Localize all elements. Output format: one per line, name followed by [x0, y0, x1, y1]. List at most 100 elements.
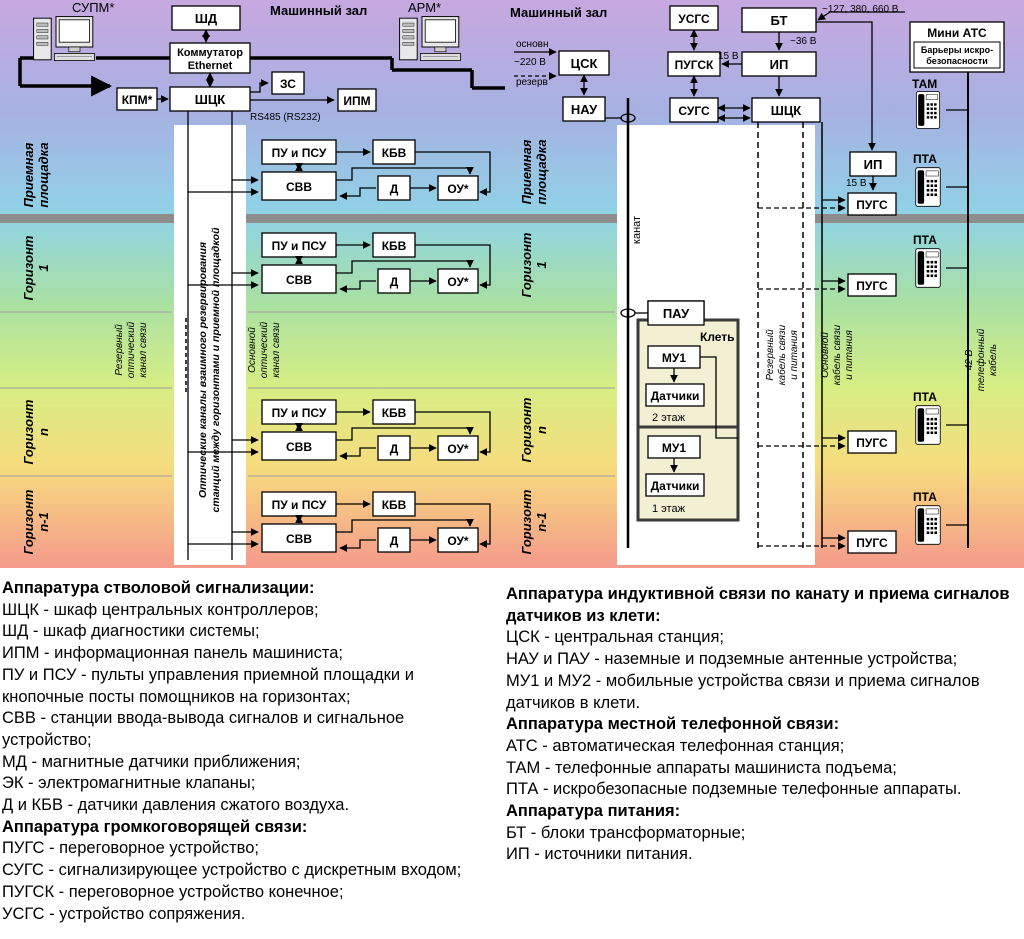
kanat-label: канат	[631, 216, 643, 244]
usgs-box[interactable]	[669, 5, 719, 31]
pta-label: ПТА	[913, 233, 937, 247]
klet-label: Клеть	[700, 330, 735, 344]
zone-label-left-hn1-1: Горизонт	[21, 489, 36, 554]
zone-label-mid-h1-1: Горизонт	[519, 232, 534, 297]
ou-box[interactable]	[437, 175, 479, 201]
zone-label-mid-hn-1: Горизонт	[519, 397, 534, 462]
supm-label: СУПМ*	[72, 0, 114, 15]
d-box[interactable]	[377, 527, 411, 553]
sugs-label: СУГС	[678, 104, 710, 118]
tel-label-3: кабель	[987, 344, 999, 376]
horizon-separators	[0, 311, 615, 477]
svv-label: СВВ	[286, 440, 312, 454]
legend-right: Аппаратура индуктивной связи по канату и…	[506, 584, 1024, 866]
optical-label-2: станций между горизонтами и приемной пло…	[210, 227, 222, 513]
sugs-box[interactable]	[669, 97, 719, 123]
switch-label-1: Коммутатор	[177, 47, 243, 59]
pta-phone-icon	[915, 167, 941, 207]
ou-box[interactable]	[437, 268, 479, 294]
zone-label-left-hn-2: n	[36, 428, 51, 436]
shck-box[interactable]	[169, 86, 251, 112]
ethernet-switch-box[interactable]	[169, 42, 251, 74]
res-cable-label-2: кабель связи	[776, 324, 788, 385]
zs-box[interactable]	[271, 71, 305, 95]
pu-box[interactable]	[261, 139, 337, 165]
svv-label: СВВ	[286, 532, 312, 546]
legend-right-item: ЦСК - центральная станция;	[506, 628, 724, 647]
osnovn-label: основн	[516, 39, 548, 50]
ou-label: ОУ*	[447, 275, 469, 289]
pu-label: ПУ и ПСУ	[272, 239, 327, 253]
shd-box[interactable]	[171, 5, 241, 31]
pugs-box[interactable]	[847, 530, 897, 554]
kbv-label: КБВ	[382, 406, 407, 420]
floor1-label: 1 этаж	[652, 503, 686, 515]
pu-box[interactable]	[261, 232, 337, 258]
pta-label: ПТА	[913, 490, 937, 504]
reserve-opt-label-3: канал связи	[138, 322, 149, 378]
legend-right-item: ПТА - искробезопасные подземные телефонн…	[506, 780, 962, 799]
zone-label-mid-platform-2: площадка	[534, 139, 549, 204]
legend-left-item: УСГС - устройство сопряжения.	[2, 904, 246, 923]
svv-box[interactable]	[261, 431, 337, 461]
ou-box[interactable]	[437, 435, 479, 461]
zone-label-mid-hn1-2: n-1	[534, 512, 549, 532]
pugs-label: ПУГС	[856, 436, 888, 450]
nau-label: НАУ	[571, 102, 598, 117]
d-label: Д	[390, 442, 399, 456]
ou-label: ОУ*	[447, 534, 469, 548]
main-cable-label-1: Основной	[820, 332, 831, 378]
ipm-box[interactable]	[337, 88, 377, 112]
kbv-box[interactable]	[372, 232, 416, 258]
ou-box[interactable]	[437, 527, 479, 553]
svv-box[interactable]	[261, 264, 337, 294]
zone-label-left-h1-1: Горизонт	[21, 235, 36, 300]
shck-label: ШЦК	[195, 92, 226, 107]
pugs-box[interactable]	[847, 430, 897, 454]
rs485-label: RS485 (RS232)	[250, 112, 321, 123]
svv-label: СВВ	[286, 273, 312, 287]
main-opt-label-3: канал связи	[271, 322, 282, 378]
svv-box[interactable]	[261, 523, 337, 553]
mu1-floor2-label: МУ1	[662, 351, 686, 365]
ip2-box[interactable]	[849, 151, 897, 177]
pta-label: ПТА	[913, 390, 937, 404]
bt-box[interactable]	[741, 7, 817, 33]
nau-box[interactable]	[562, 96, 606, 122]
pugs-label: ПУГС	[856, 536, 888, 550]
datchiki-floor1-box[interactable]	[645, 473, 705, 497]
ou-label: ОУ*	[447, 442, 469, 456]
ip-box[interactable]	[741, 51, 817, 77]
d-box[interactable]	[377, 175, 411, 201]
legend-right-item: НАУ и ПАУ - наземные и подземные антенны…	[506, 650, 958, 669]
legend-right-heading: Аппаратура местной телефонной связи:	[506, 715, 840, 734]
svv-box[interactable]	[261, 171, 337, 201]
csk-box[interactable]	[558, 50, 610, 76]
zone-label-left-h1-2: 1	[36, 264, 51, 271]
legend-left: Аппаратура стволовой сигнализации:ШЦК - …	[2, 578, 492, 925]
legend-right-item: ИП - источники питания.	[506, 845, 693, 864]
legend-left-item: ШД - шкаф диагностики системы;	[2, 622, 260, 641]
pugs-box[interactable]	[847, 192, 897, 216]
usgs-label: УСГС	[678, 12, 710, 26]
ip-label: ИП	[770, 57, 789, 72]
zs-label: ЗС	[280, 77, 296, 91]
datchiki-floor2-box[interactable]	[645, 383, 705, 407]
ip2-label: ИП	[864, 157, 883, 172]
kbv-box[interactable]	[372, 399, 416, 425]
pugs-box[interactable]	[847, 273, 897, 297]
pta-phone-icon	[915, 248, 941, 288]
pta-phone-icon	[915, 405, 941, 445]
kbv-label: КБВ	[382, 146, 407, 160]
right-shck-box[interactable]	[751, 97, 821, 123]
rope-antenna-top	[620, 113, 636, 123]
pugsk-label: ПУГСК	[675, 58, 714, 72]
d-label: Д	[390, 534, 399, 548]
pugs-label: ПУГС	[856, 198, 888, 212]
barrier-box	[913, 41, 1001, 69]
pu-box[interactable]	[261, 399, 337, 425]
main-cable-label-2: кабель связи	[831, 324, 843, 385]
